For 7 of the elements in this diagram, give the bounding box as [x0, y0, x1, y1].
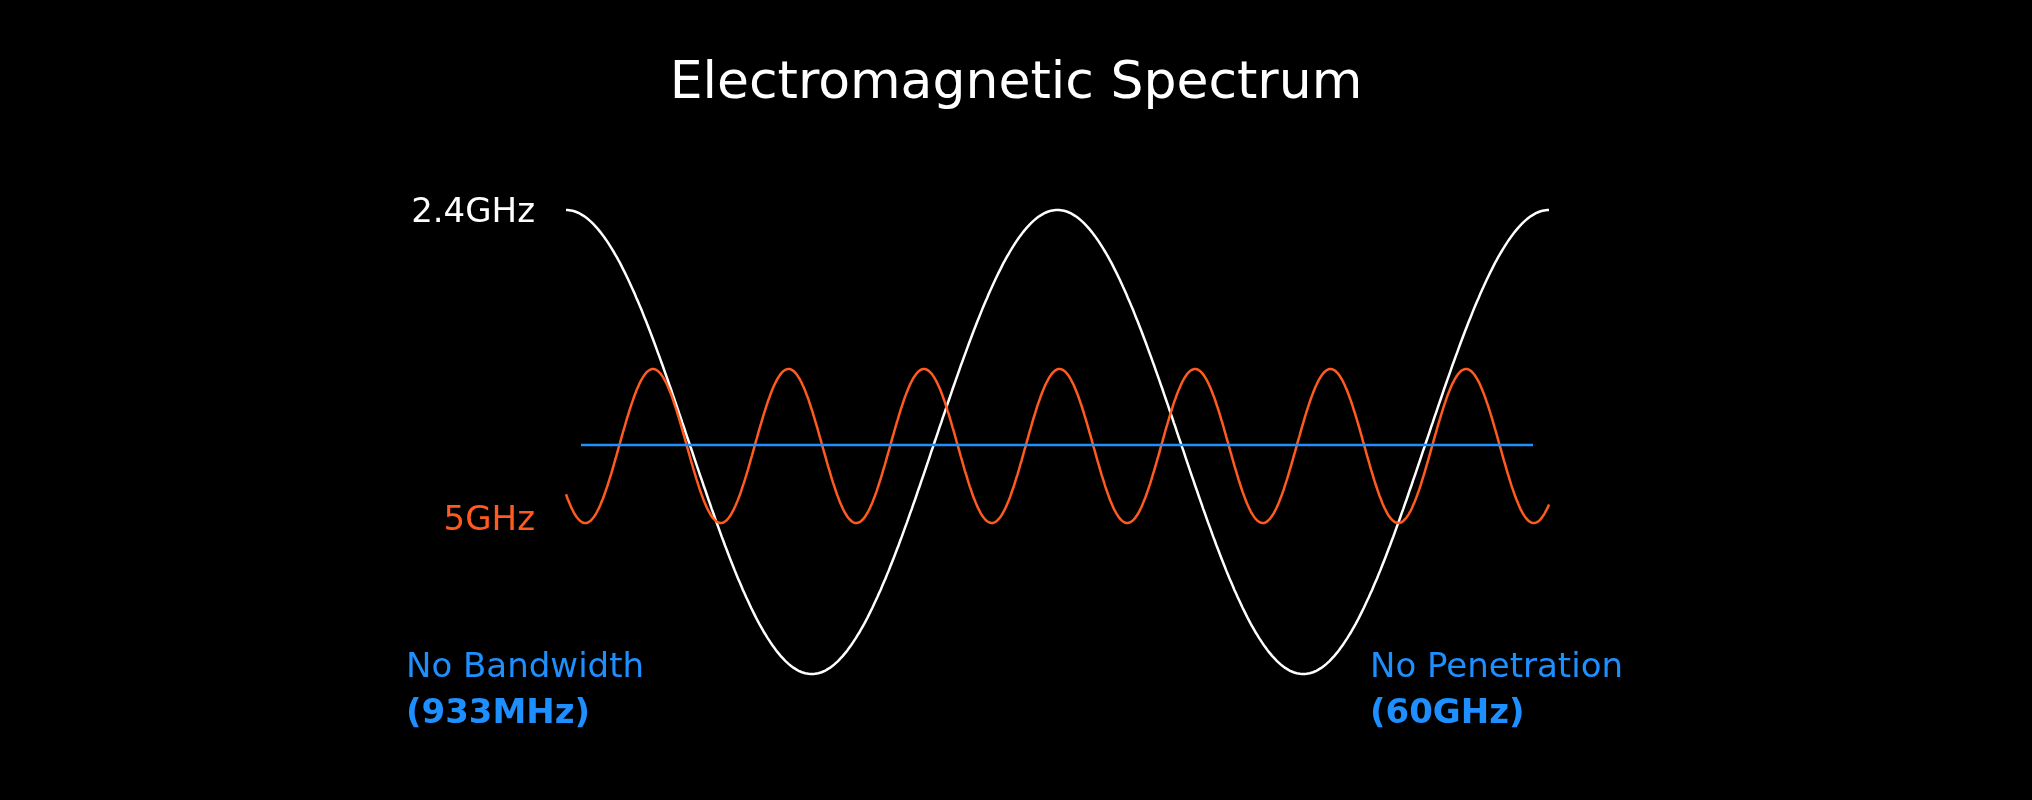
band-value: (933MHz)	[406, 691, 591, 731]
title: Electromagnetic Spectrum	[668, 50, 1364, 110]
frequency-label: 2.4GHz	[411, 190, 535, 230]
band-value: (60GHz)	[1370, 691, 1525, 731]
frequency-label: 5GHz	[443, 498, 535, 538]
band-label: No Penetration	[1370, 645, 1623, 685]
band-label: No Bandwidth	[406, 645, 645, 685]
